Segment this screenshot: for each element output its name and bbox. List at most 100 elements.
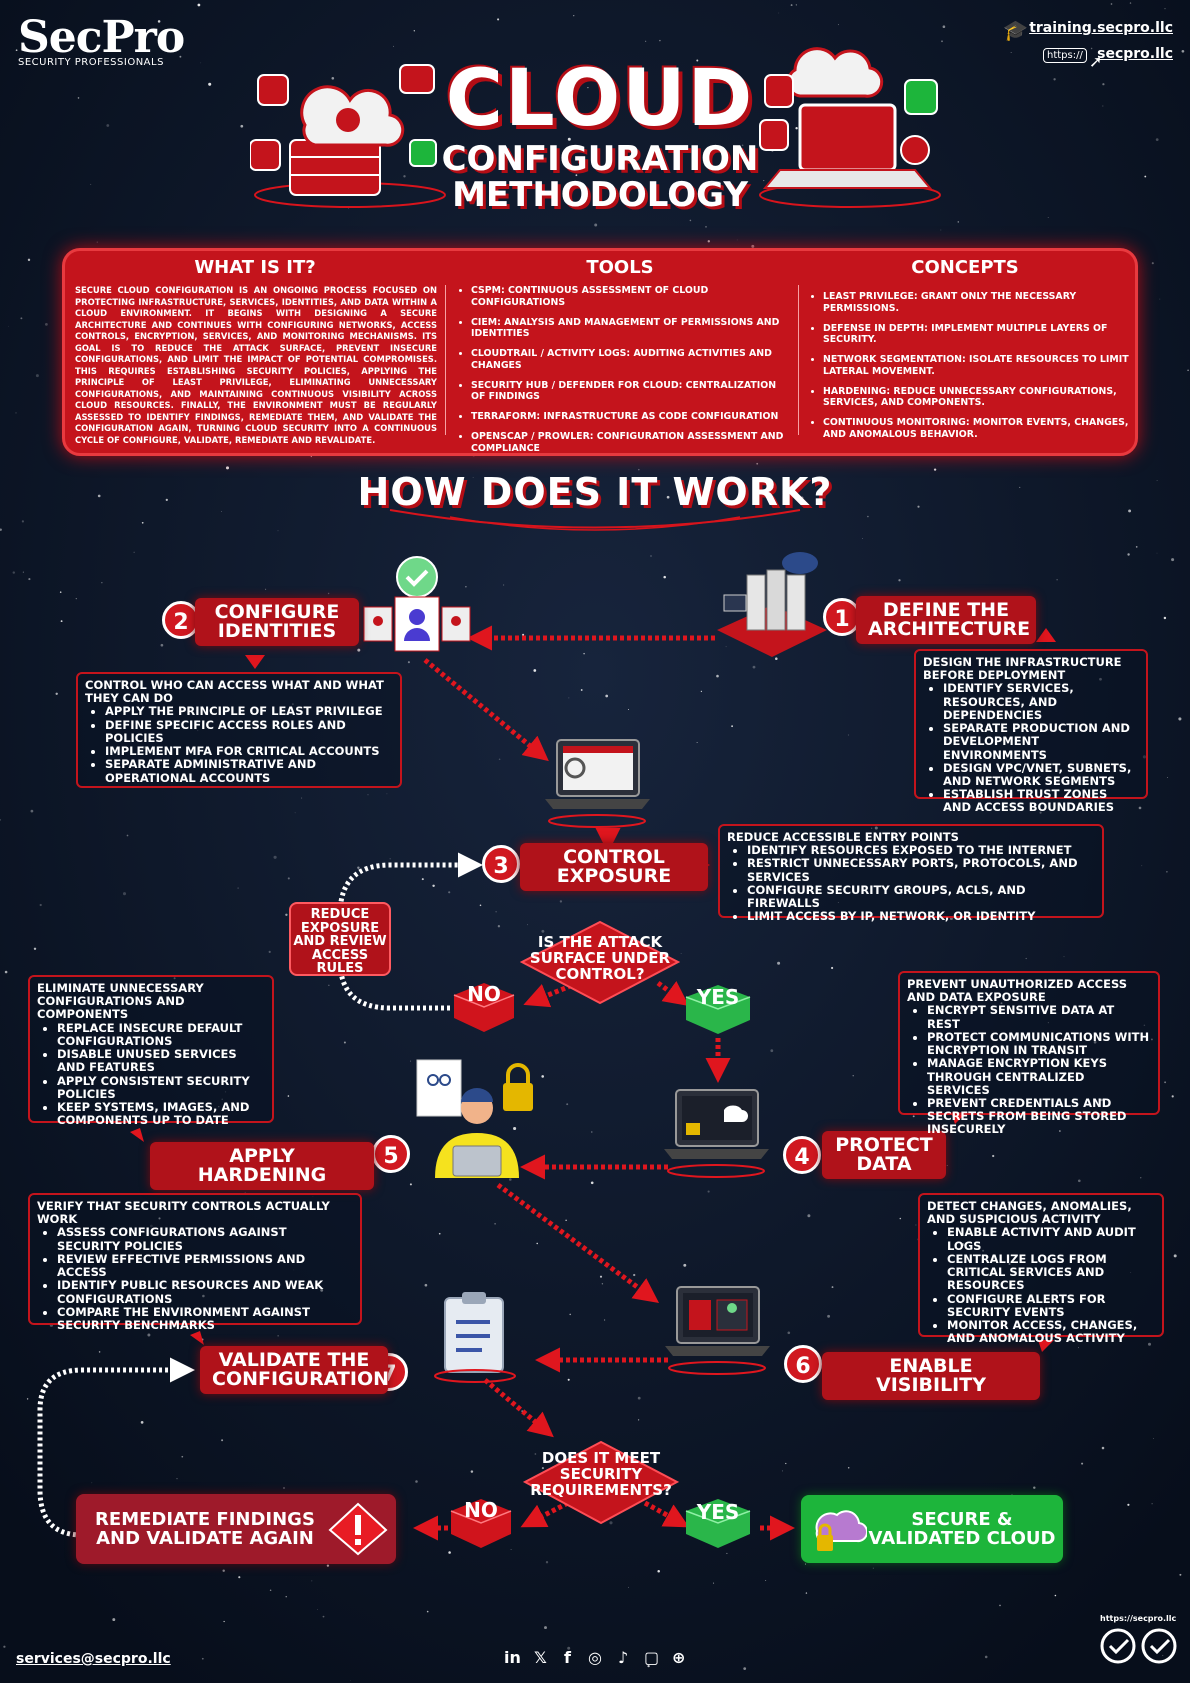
star <box>498 758 501 761</box>
star <box>601 1283 604 1285</box>
decision-1-diamond <box>520 920 680 1005</box>
secure-line1: SECURE & <box>911 1509 1013 1530</box>
remediate-label: REMEDIATE FINDINGS AND VALIDATE AGAIN <box>90 1510 320 1548</box>
brand-tagline: SECURITY PROFESSIONALS <box>18 57 164 68</box>
hardening-developer-illustration <box>416 1059 533 1178</box>
star <box>522 125 526 129</box>
star <box>223 1620 225 1623</box>
star <box>775 657 778 660</box>
star <box>1179 1573 1182 1576</box>
instagram-icon[interactable]: ◎ <box>588 1648 602 1667</box>
star <box>544 1626 547 1630</box>
facebook-icon[interactable]: f <box>564 1648 571 1667</box>
decision-1-no: NO <box>467 982 501 1006</box>
x-twitter-icon[interactable]: 𝕏 <box>534 1648 547 1667</box>
star <box>265 588 267 590</box>
detail-item: DISABLE UNUSED SERVICES AND FEATURES <box>57 1047 265 1074</box>
step-5-heading: ELIMINATE UNNECESSARY CONFIGURATIONS AND… <box>37 981 204 1022</box>
star <box>567 1646 571 1650</box>
star <box>933 468 937 471</box>
star <box>852 1075 854 1077</box>
step-2-label-line2: IDENTITIES <box>217 620 337 642</box>
detail-item: SEPARATE PRODUCTION AND DEVELOPMENT ENVI… <box>943 722 1139 762</box>
star <box>638 468 640 471</box>
cloud-lock-icon <box>815 1510 867 1551</box>
training-link[interactable]: training.secpro.llc <box>1029 20 1173 36</box>
star <box>696 59 699 62</box>
footer-email-link[interactable]: services@secpro.llc <box>16 1651 171 1667</box>
decision-2-yes: YES <box>696 1500 740 1524</box>
star <box>287 1095 290 1097</box>
star <box>1081 1462 1084 1465</box>
training-link-row[interactable]: 🎓 training.secpro.llc <box>1003 18 1173 42</box>
star <box>1135 546 1138 548</box>
title-swoosh <box>389 509 801 531</box>
step-3-label[interactable]: CONTROL EXPOSURE <box>520 843 708 891</box>
star <box>790 4 793 7</box>
star <box>765 1580 767 1582</box>
star <box>1144 175 1147 178</box>
star <box>1102 105 1104 107</box>
decision-2-no-block <box>450 1499 512 1548</box>
star <box>837 24 839 26</box>
brand-name: SecPro <box>18 12 185 63</box>
star <box>583 652 585 655</box>
detail-item: ENCRYPT SENSITIVE DATA AT REST <box>927 1004 1151 1031</box>
star <box>98 1351 101 1353</box>
site-link[interactable]: secpro.llc <box>1097 46 1173 62</box>
star <box>580 689 583 691</box>
star <box>1101 1446 1105 1450</box>
star <box>1033 1486 1036 1489</box>
star <box>451 151 454 154</box>
star <box>787 1331 791 1335</box>
star <box>101 582 103 584</box>
linkedin-icon[interactable]: in <box>504 1648 521 1667</box>
step-5-label-line1: APPLY HARDENING <box>197 1145 327 1186</box>
star <box>1166 871 1168 873</box>
detail-item: DESIGN VPC/VNET, SUBNETS, AND NETWORK SE… <box>943 761 1139 788</box>
star <box>1053 78 1056 81</box>
star <box>633 1273 636 1277</box>
tool-item: TERRAFORM: INFRASTRUCTURE AS CODE CONFIG… <box>471 411 793 423</box>
star <box>301 797 303 799</box>
star <box>915 1224 917 1226</box>
star <box>509 1178 512 1181</box>
brand-logo[interactable]: SecPro SECURITY PROFESSIONALS <box>18 12 185 68</box>
star <box>575 174 578 177</box>
exposure-laptop-illustration <box>545 739 650 828</box>
tool-item: CSPM: CONTINUOUS ASSESSMENT OF CLOUD CON… <box>471 285 793 309</box>
star <box>326 1564 330 1567</box>
tiktok-icon[interactable]: ♪ <box>618 1648 629 1667</box>
star <box>898 579 901 582</box>
step-5-label[interactable]: APPLY HARDENING <box>150 1142 374 1190</box>
concept-item: DEFENSE IN DEPTH: IMPLEMENT MULTIPLE LAY… <box>823 323 1131 347</box>
github-icon[interactable]: ⊕ <box>672 1648 686 1667</box>
detail-item: COMPARE THE ENVIRONMENT AGAINST SECURITY… <box>57 1305 353 1332</box>
star <box>237 887 239 889</box>
detail-item: DEFINE SPECIFIC ACCESS ROLES AND POLICIE… <box>105 718 393 745</box>
star <box>1010 52 1012 53</box>
star <box>165 498 168 502</box>
step-2-label[interactable]: CONFIGURE IDENTITIES <box>195 598 359 646</box>
star <box>0 819 2 821</box>
star <box>847 734 850 736</box>
step-6-label[interactable]: ENABLE VISIBILITY <box>822 1352 1040 1400</box>
twitch-icon[interactable]: ▢ <box>644 1648 660 1667</box>
star <box>268 950 271 953</box>
star <box>831 966 834 970</box>
star <box>541 929 545 933</box>
step-1-label-line1: DEFINE THE <box>882 599 1010 621</box>
cert-link[interactable]: https://secpro.llc <box>1100 1614 1177 1623</box>
step-1-label[interactable]: DEFINE THE ARCHITECTURE <box>856 596 1036 644</box>
star <box>197 3 201 7</box>
concepts-list: LEAST PRIVILEGE: GRANT ONLY THE NECESSAR… <box>809 291 1131 449</box>
secure-validated-cloud-box[interactable]: SECURE & VALIDATED CLOUD <box>801 1495 1063 1563</box>
star <box>1047 217 1049 218</box>
star <box>1171 558 1175 562</box>
star <box>426 1610 429 1613</box>
site-link-row[interactable]: https:// ➚ secpro.llc <box>1043 46 1173 71</box>
remediate-findings-box[interactable]: REMEDIATE FINDINGS AND VALIDATE AGAIN <box>76 1494 396 1564</box>
step-4-label[interactable]: PROTECT DATA <box>822 1131 946 1179</box>
star <box>1059 1130 1061 1132</box>
step-7-label[interactable]: VALIDATE THE CONFIGURATION <box>200 1346 389 1394</box>
